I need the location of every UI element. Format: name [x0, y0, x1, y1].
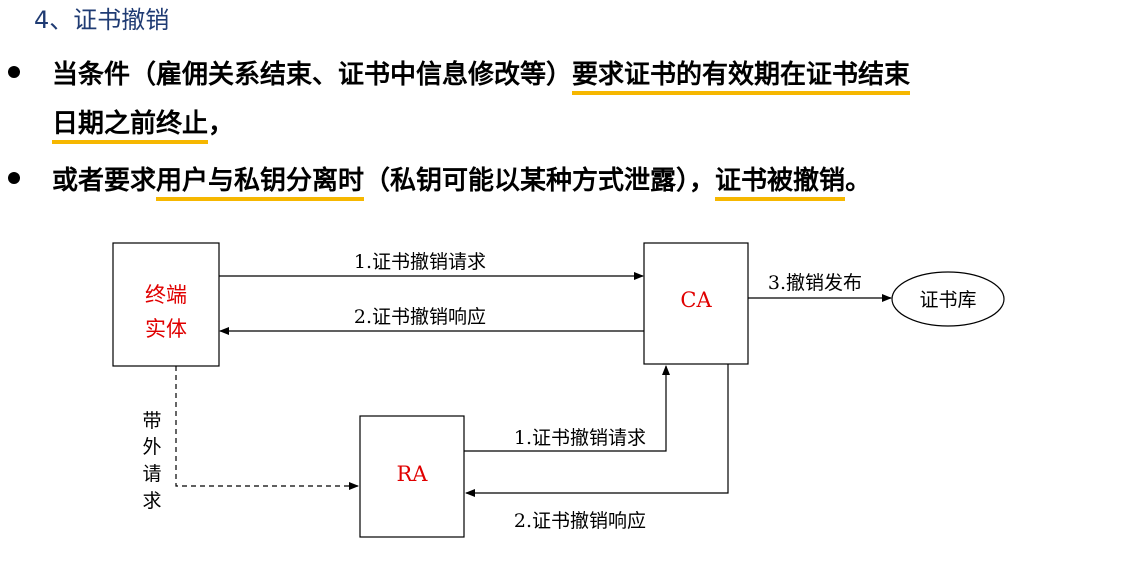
bullet-1-line-2: 日期之前终止， [52, 103, 235, 144]
bullet-2-highlight-a: 用户与私钥分离时 [156, 166, 365, 201]
arrow-ra-to-ca-label: 1.证书撤销请求 [514, 427, 646, 449]
bullet-1-line-1: 当条件（雇佣关系结束、证书中信息修改等）要求证书的有效期在证书结束 [52, 54, 911, 95]
out-of-band-label-2: 外 [142, 436, 161, 458]
bullet-1-highlight-b: 日期之前终止 [52, 109, 209, 144]
arrow-out-of-band [175, 366, 359, 490]
arrow-ra-to-ca [464, 365, 670, 452]
repository-ellipse [891, 271, 1005, 327]
bullet-1-highlight-a: 要求证书的有效期在证书结束 [572, 60, 911, 95]
repository-label: 证书库 [919, 289, 976, 311]
bullet-dot [8, 172, 20, 184]
arrow-ca-to-ra [465, 364, 729, 497]
bullet-2-text-a: 或者要求 [52, 166, 157, 196]
bullet-dot [8, 66, 20, 78]
out-of-band-label-4: 求 [142, 490, 161, 512]
end-entity-label-2: 实体 [145, 317, 187, 341]
arrow-ca-to-ra-label: 2.证书撤销响应 [514, 510, 646, 532]
ra-label: RA [397, 462, 429, 486]
section-heading: 4、证书撤销 [34, 6, 170, 34]
arrow-entity-to-ca-label: 1.证书撤销请求 [354, 251, 486, 273]
arrow-ca-to-entity-label: 2.证书撤销响应 [354, 306, 486, 328]
ca-box [643, 242, 749, 365]
arrow-ca-to-repo-label: 3.撤销发布 [768, 272, 862, 294]
end-entity-label-1: 终端 [145, 283, 187, 307]
bullet-2-line: 或者要求用户与私钥分离时（私钥可能以某种方式泄露），证书被撤销。 [52, 160, 872, 201]
bullet-1-end: ， [208, 109, 235, 139]
end-entity-box [112, 242, 220, 367]
bullet-1-text-a: 当条件（雇佣关系结束、证书中信息修改等） [52, 60, 573, 90]
ca-label: CA [680, 288, 712, 312]
bullet-2-end: 。 [845, 166, 872, 196]
out-of-band-label-1: 带 [142, 410, 161, 432]
bullet-2-highlight-b: 证书被撤销 [715, 166, 846, 201]
out-of-band-label-3: 请 [142, 463, 161, 485]
ra-box [359, 415, 465, 538]
bullet-2-text-c: （私钥可能以某种方式泄露）， [364, 166, 716, 196]
